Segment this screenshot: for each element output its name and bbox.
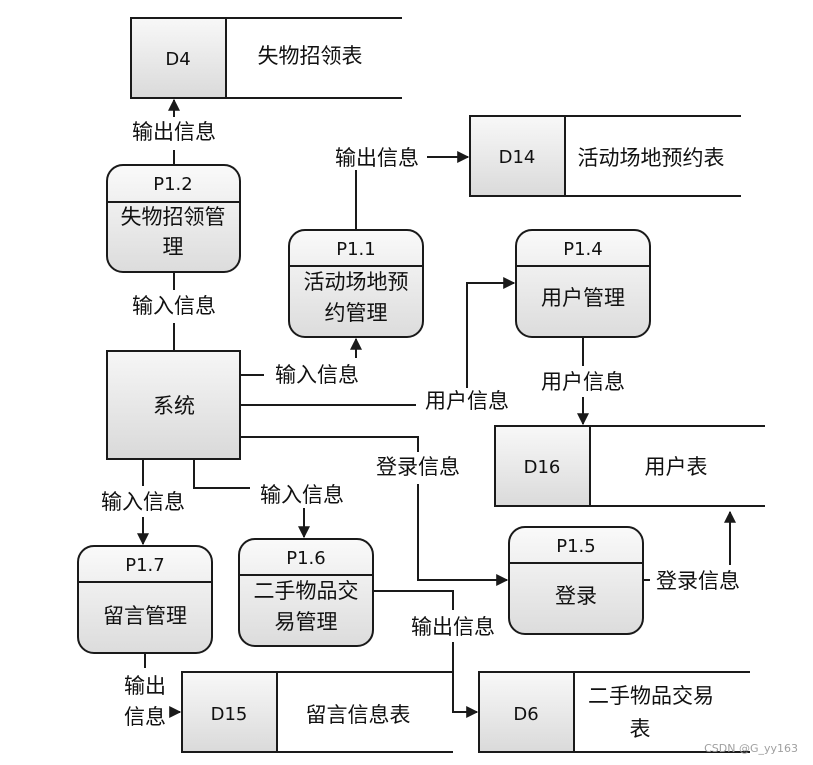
flow-p1-2-to-d4: 输出信息: [132, 98, 216, 165]
flow-system-to-p1-7: 输入信息: [101, 459, 185, 546]
flow-label: 输入信息: [101, 490, 185, 514]
flow-p1-7-to-d15: 输出 信息: [124, 653, 182, 729]
flow-label: 用户信息: [541, 370, 625, 394]
flow-label: 输出信息: [335, 146, 419, 170]
store-d15: D15 留言信息表: [181, 671, 453, 753]
system-label: 系统: [153, 394, 195, 418]
flow-system-to-p1-4: 用户信息: [240, 277, 516, 413]
process-id: P1.4: [563, 239, 602, 260]
watermark: CSDN @G_yy163: [704, 742, 798, 755]
process-id: P1.7: [125, 555, 164, 576]
flow-system-to-p1-2: 输入信息: [132, 272, 216, 351]
process-p1-6: P1.6 二手物品交 易管理: [238, 538, 374, 647]
store-id: D15: [211, 704, 248, 725]
flow-label: 登录信息: [376, 455, 460, 479]
store-id: D16: [524, 457, 561, 478]
flow-p1-4-to-d16: 用户信息: [541, 337, 625, 426]
store-d4: D4 失物招领表: [130, 17, 402, 99]
process-p1-7: P1.7 留言管理: [77, 545, 213, 654]
flow-label-line-2: 信息: [124, 705, 166, 729]
flow-label: 输出信息: [411, 615, 495, 639]
store-name: 活动场地预约表: [578, 146, 725, 170]
process-p1-1: P1.1 活动场地预 约管理: [288, 229, 424, 338]
process-name: 登录: [555, 584, 597, 608]
process-name-line-1: 活动场地预: [304, 270, 409, 294]
store-d6: D6 二手物品交易 表: [478, 671, 750, 753]
store-name-line-2: 表: [630, 717, 651, 741]
flow-system-to-p1-5: 登录信息: [240, 436, 509, 586]
store-name: 留言信息表: [306, 703, 411, 727]
flow-system-to-p1-6: 输入信息: [193, 459, 344, 539]
flow-p1-5-to-d16: 登录信息: [643, 510, 740, 593]
flow-label: 输出信息: [132, 120, 216, 144]
store-d14: D14 活动场地预约表: [469, 115, 741, 197]
process-p1-4: P1.4 用户管理: [515, 229, 651, 338]
store-id: D4: [165, 49, 190, 70]
process-name: 用户管理: [541, 286, 625, 310]
flow-label: 输入信息: [260, 483, 344, 507]
system-entity: 系统: [106, 350, 241, 460]
flow-p1-1-to-d14: 输出信息: [335, 146, 470, 230]
process-name: 留言管理: [103, 604, 187, 628]
process-p1-2: P1.2 失物招领管 理: [106, 164, 241, 273]
store-d16: D16 用户表: [494, 425, 765, 507]
process-id: P1.6: [286, 548, 325, 569]
flow-label-line-1: 输出: [124, 674, 166, 698]
process-name-line-2: 约管理: [325, 301, 388, 325]
flow-label: 登录信息: [656, 569, 740, 593]
process-id: P1.5: [556, 536, 595, 557]
store-name-line-1: 二手物品交易: [588, 684, 714, 708]
store-name: 失物招领表: [258, 44, 363, 68]
store-name: 用户表: [645, 455, 708, 479]
store-id: D6: [513, 704, 538, 725]
flow-label: 输入信息: [275, 363, 359, 387]
process-name-line-1: 二手物品交: [254, 579, 359, 603]
process-name-line-2: 理: [163, 235, 184, 259]
store-id: D14: [499, 147, 536, 168]
flow-label: 输入信息: [132, 294, 216, 318]
process-name-line-1: 失物招领管: [121, 205, 226, 229]
process-name-line-2: 易管理: [275, 610, 338, 634]
process-id: P1.1: [336, 239, 375, 260]
flow-label: 用户信息: [425, 389, 509, 413]
flow-p1-6-to-d6: 输出信息: [373, 590, 495, 718]
process-id: P1.2: [153, 174, 192, 195]
flow-system-to-p1-1: 输入信息: [240, 337, 362, 387]
process-p1-5: P1.5 登录: [508, 526, 644, 635]
